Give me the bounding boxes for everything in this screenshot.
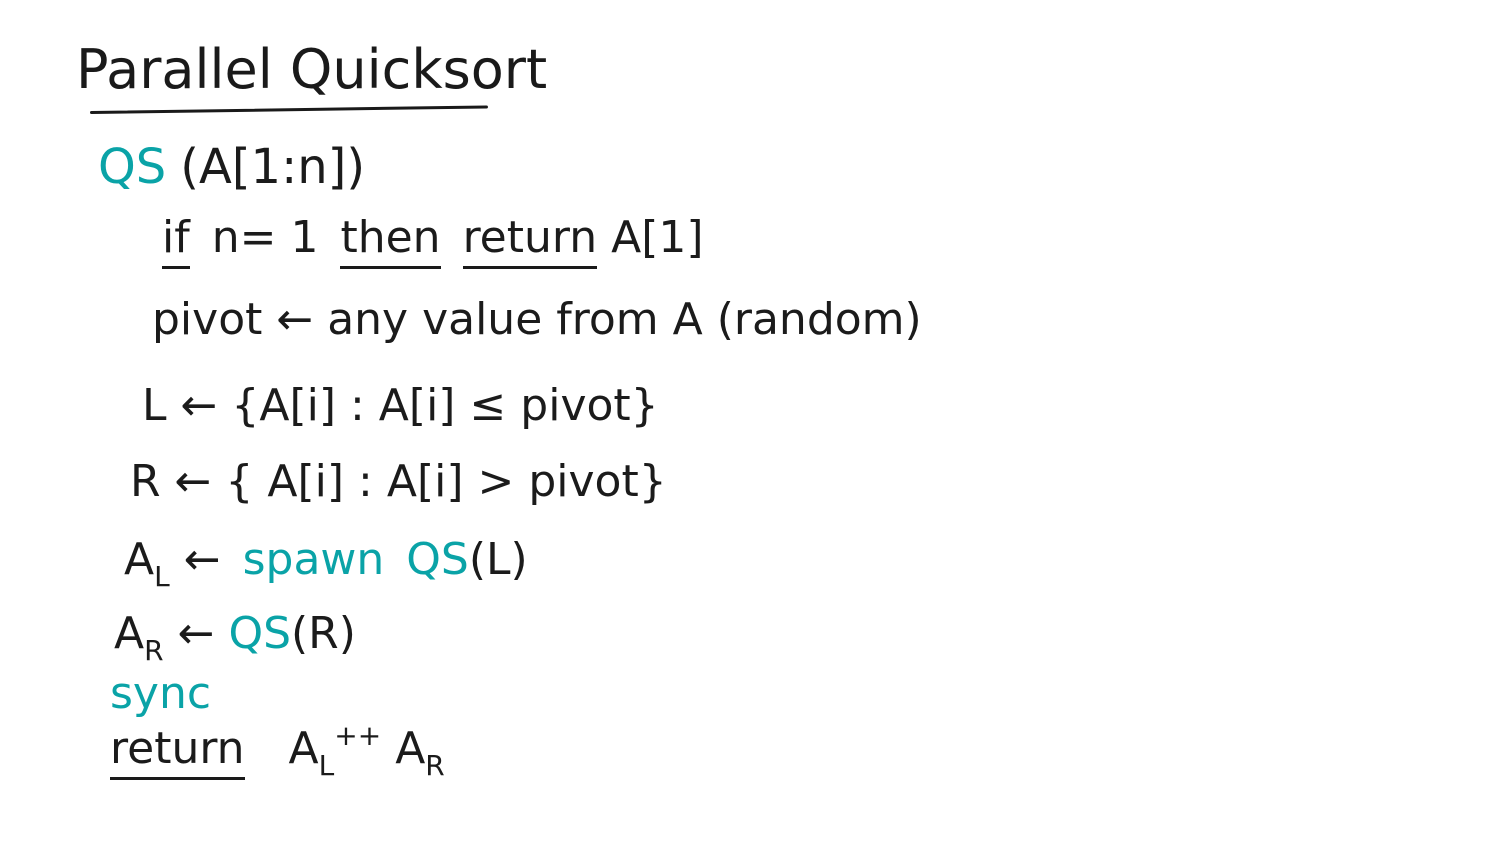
page-title: Parallel Quicksort xyxy=(76,38,548,101)
result-left: A xyxy=(124,534,155,585)
title-underline xyxy=(89,105,488,114)
assign-arrow: ← xyxy=(177,608,215,659)
base-return-value: A[1] xyxy=(611,212,704,263)
spawn-call-arg: (L) xyxy=(468,534,528,585)
result-left-subscript: L xyxy=(154,560,170,593)
right-partition-line: R ← { A[i] : A[i] > pivot} xyxy=(130,456,667,507)
function-name: QS xyxy=(98,139,167,195)
concat-left: A xyxy=(288,723,319,774)
concat-right: A xyxy=(395,723,426,774)
left-partition-line: L ← {A[i] : A[i] ≤ pivot} xyxy=(142,380,659,431)
concat-right-subscript: R xyxy=(425,749,445,782)
result-right: A xyxy=(114,608,145,659)
if-keyword: if xyxy=(162,212,190,269)
recurse-call-arg: (R) xyxy=(291,608,356,659)
pivot-line: pivot ← any value from A (random) xyxy=(152,294,922,345)
base-condition: n= 1 xyxy=(211,212,319,263)
result-right-subscript: R xyxy=(144,634,164,667)
concat-left-subscript: L xyxy=(318,749,335,782)
spawn-call-name: QS xyxy=(406,534,469,585)
final-return-keyword: return xyxy=(110,723,245,780)
sync-keyword: sync xyxy=(110,668,212,719)
function-signature: QS(A[1:n]) xyxy=(98,143,365,191)
concat-operator: ++ xyxy=(334,719,382,752)
then-keyword: then xyxy=(340,212,441,269)
assign-arrow: ← xyxy=(183,534,221,585)
recurse-call-name: QS xyxy=(228,608,292,659)
function-args: (A[1:n]) xyxy=(180,139,366,195)
spawn-keyword: spawn xyxy=(242,534,385,585)
return-keyword: return xyxy=(462,212,598,269)
recurse-line: AR←QS(R) xyxy=(114,612,356,665)
base-case-line: if n= 1 then return A[1] xyxy=(162,212,704,269)
